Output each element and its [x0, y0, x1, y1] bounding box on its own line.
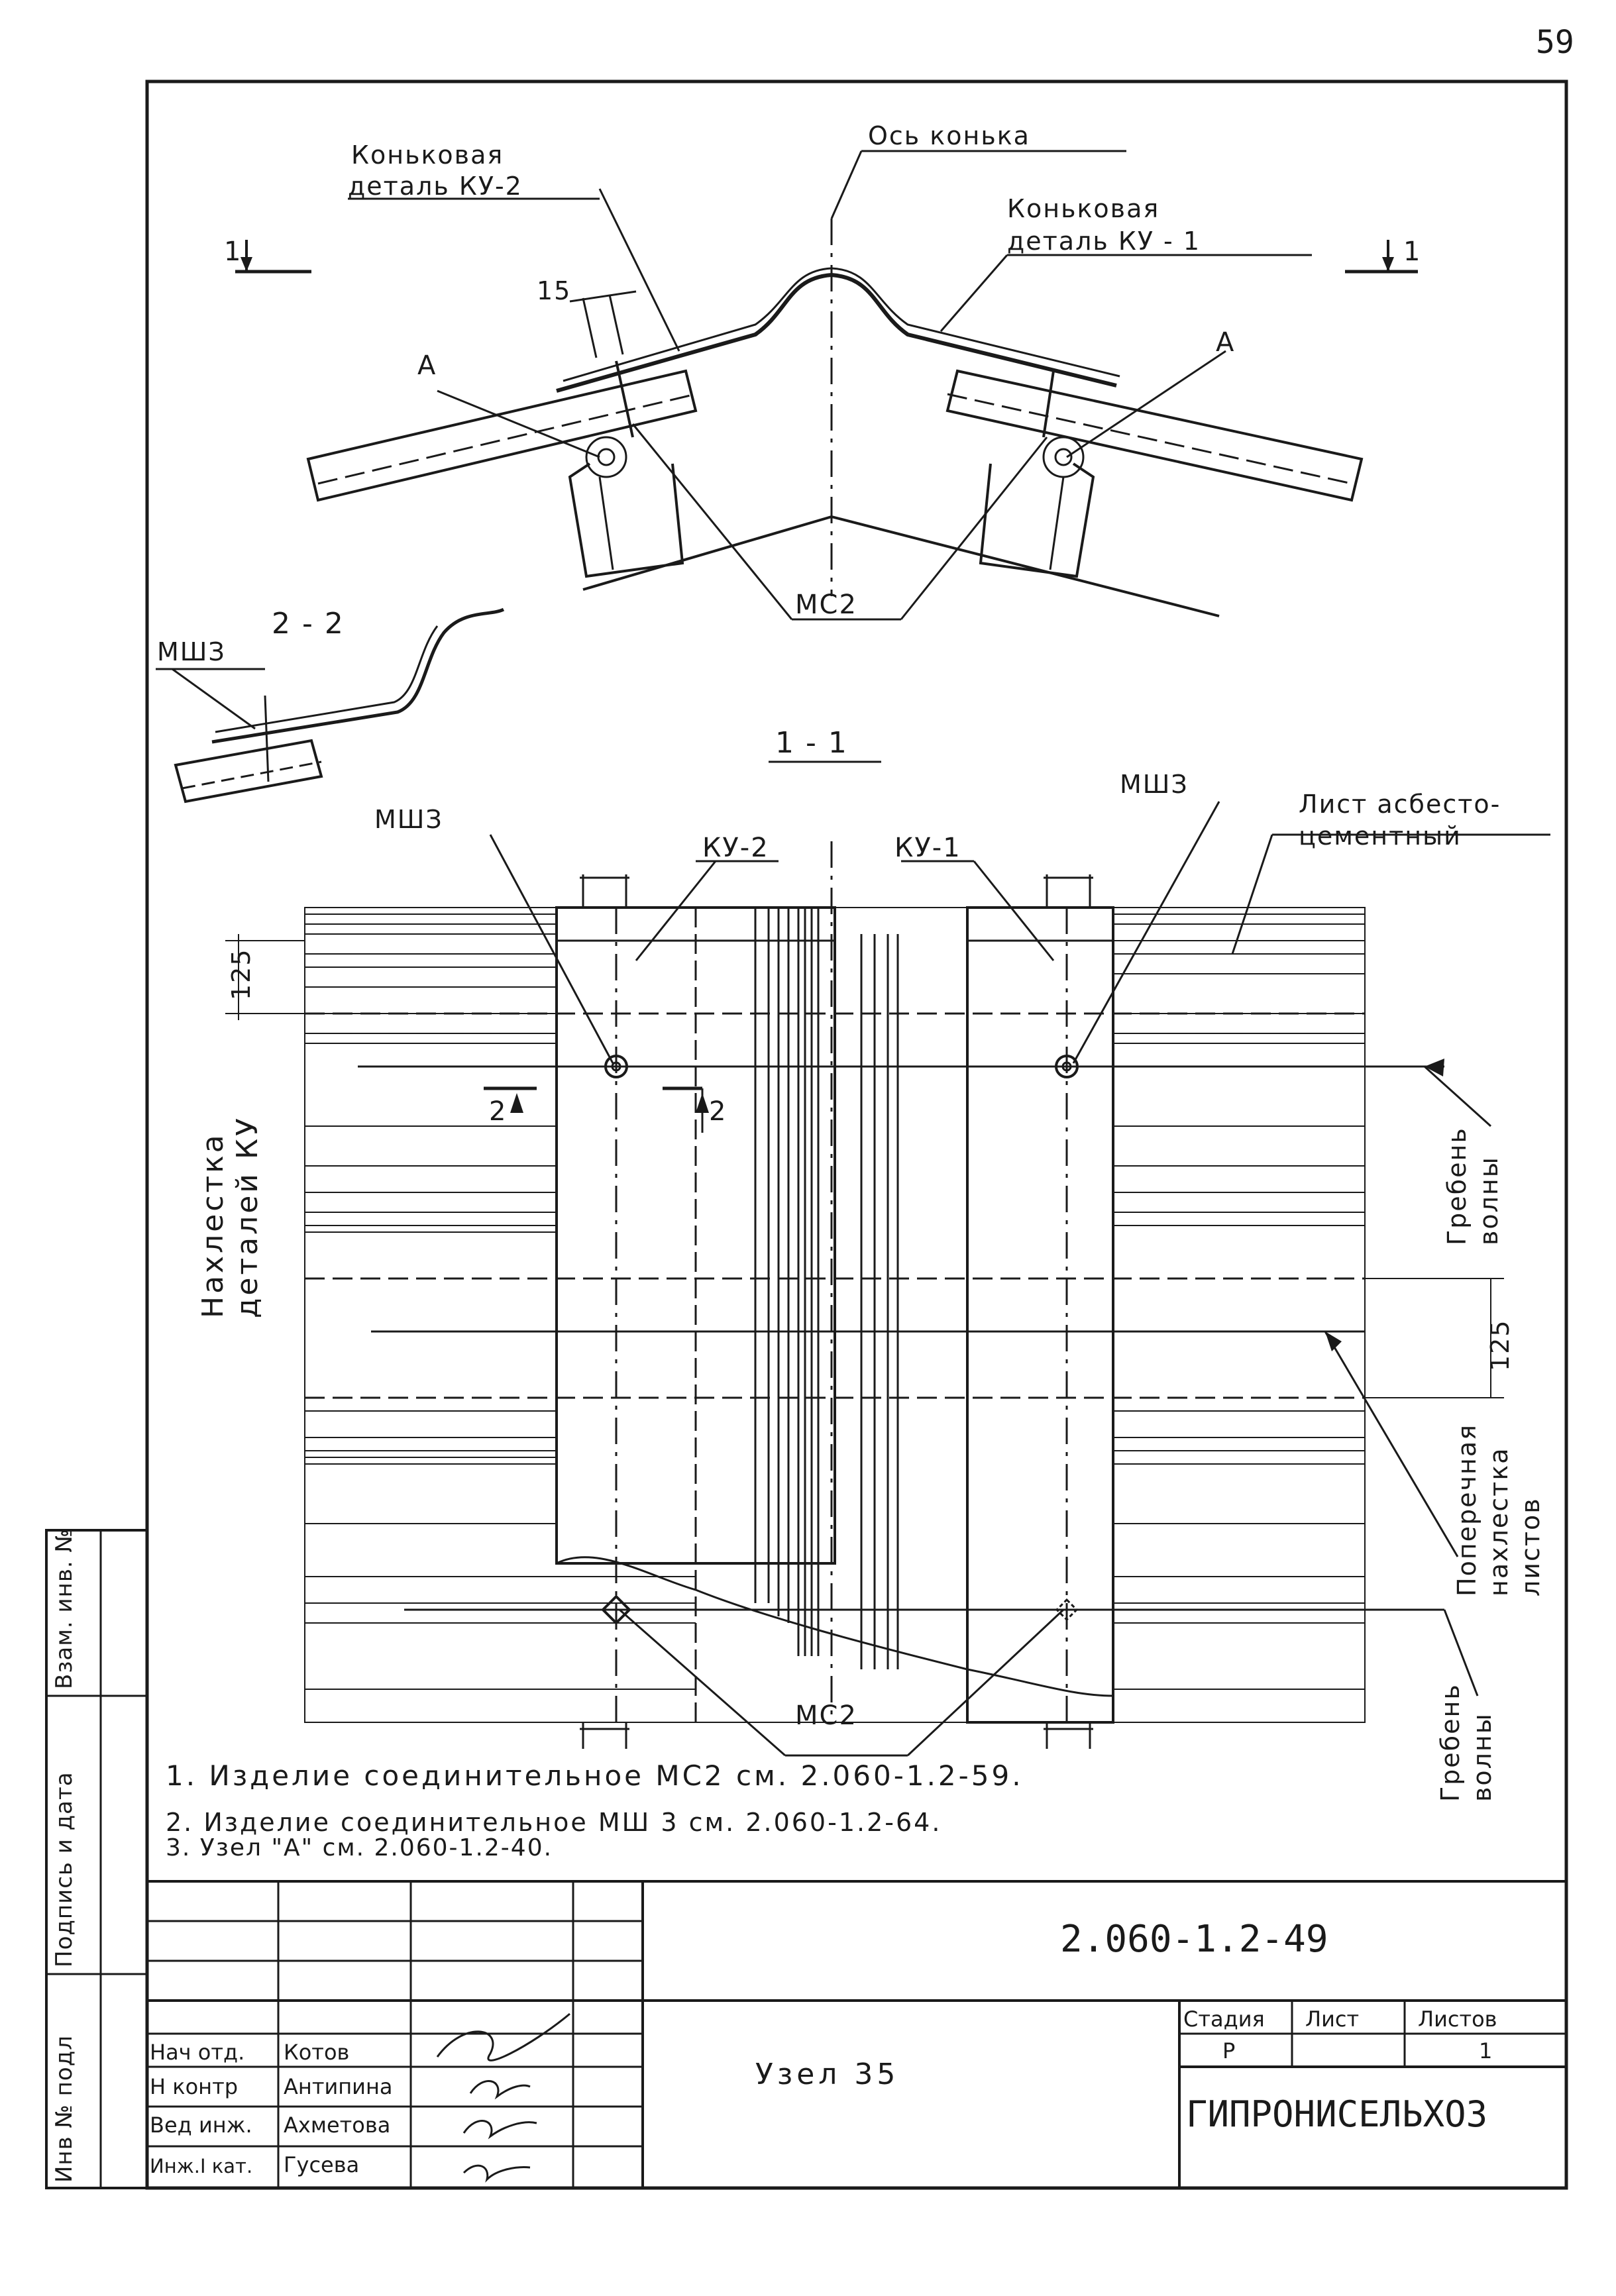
section22-cap	[211, 607, 505, 744]
page-number: 59	[1536, 24, 1574, 61]
crest-bottom-line2: волны	[1468, 1712, 1497, 1802]
signature-kotov	[436, 2012, 570, 2061]
drawing-title: Узел 35	[755, 2058, 900, 2091]
sheets-value: 1	[1479, 2038, 1493, 2063]
sheets-header: Листов	[1418, 2007, 1497, 2032]
signature-antipina	[469, 2080, 531, 2100]
side-stamp-inv-podl: Инв № подл	[51, 2035, 78, 2183]
section-mark-right: 1	[1403, 236, 1422, 267]
name-guseva: Гусева	[284, 2152, 360, 2177]
note-2: 2. Изделие соединительное МШ 3 см. 2.060…	[166, 1808, 942, 1837]
cross-overlap-line1: Поперечная	[1452, 1424, 1481, 1596]
node-a-right: А	[1216, 327, 1236, 358]
role-nach-otd: Нач отд.	[150, 2040, 245, 2065]
ku1-title-line2: деталь КУ - 1	[1007, 227, 1201, 256]
ridge-axis-label: Ось конька	[868, 121, 1030, 150]
role-inzh-1-kat: Инж.I кат.	[150, 2155, 253, 2177]
overlap-ku-line2: деталей КУ	[231, 1116, 264, 1318]
cross-overlap-line2: нахлестка	[1484, 1447, 1513, 1596]
name-kotov: Котов	[284, 2040, 350, 2065]
section22-sheet	[174, 739, 323, 804]
right-roof-sheet	[945, 369, 1364, 502]
role-n-kontr: Н контр	[150, 2074, 239, 2099]
ku1-label: КУ-1	[894, 833, 961, 863]
cut-mark-right: 2	[709, 1096, 727, 1127]
overlap-ku-line1: Нахлестка	[196, 1132, 230, 1318]
crest-bottom-line1: Гребень	[1436, 1683, 1465, 1802]
cross-overlap-line3: листов	[1516, 1497, 1545, 1596]
left-roof-sheet	[306, 369, 698, 502]
dim-125-left: 125	[227, 948, 256, 1000]
section-11-title: 1 - 1	[775, 726, 848, 760]
sheet-header: Лист	[1305, 2007, 1360, 2032]
sheet-label-line2: цементный	[1299, 821, 1462, 851]
ridge-cap	[556, 272, 1117, 393]
crest-top-line2: волны	[1474, 1156, 1503, 1245]
organization: ГИПРОНИСЕЛЬХОЗ	[1186, 2093, 1488, 2135]
ms2-label-bottom: МС2	[795, 1700, 857, 1731]
node-a-left: А	[417, 350, 437, 381]
stage-header: Стадия	[1183, 2007, 1265, 2032]
side-stamp-vzam: Взам. инв. №	[51, 1528, 78, 1689]
ku2-label: КУ-2	[702, 833, 769, 863]
sheet-label-line1: Лист асбесто-	[1299, 790, 1501, 819]
msh3-label-section22: МШЗ	[157, 637, 226, 666]
cut-mark-left: 2	[489, 1096, 508, 1127]
ku2-title-line1: Коньковая	[351, 140, 504, 170]
left-purlin	[568, 462, 684, 578]
ku2-title-line2: деталь КУ-2	[348, 172, 523, 201]
dim-125-right: 125	[1485, 1319, 1515, 1371]
signature-akhmetova	[462, 2120, 537, 2140]
ku1-title-line1: Коньковая	[1007, 194, 1160, 223]
note-1: 1. Изделие соединительное МС2 см. 2.060-…	[166, 1759, 1024, 1792]
name-antipina: Антипина	[284, 2074, 393, 2099]
note-3: 3. Узел "А" см. 2.060-1.2-40.	[166, 1834, 553, 1861]
section-mark-left: 1	[224, 236, 242, 267]
ms2-label-top: МС2	[795, 590, 857, 620]
side-stamp-podpis: Подпись и дата	[51, 1771, 78, 1967]
dim-15: 15	[537, 276, 572, 305]
signature-guseva	[462, 2164, 531, 2183]
section-22-title: 2 - 2	[272, 607, 345, 641]
role-ved-inzh: Вед инж.	[150, 2113, 252, 2138]
stage-value: Р	[1222, 2038, 1236, 2063]
outer-frame	[145, 79, 1568, 2190]
ku1-plate	[966, 906, 1114, 1724]
msh3-label-right: МШЗ	[1120, 770, 1189, 799]
doc-code: 2.060-1.2-49	[1060, 1918, 1328, 1961]
right-purlin	[979, 462, 1095, 578]
msh3-label-left: МШЗ	[374, 805, 443, 834]
side-stamp-frame	[45, 1529, 148, 2189]
name-akhmetova: Ахметова	[284, 2113, 391, 2138]
crest-top-line1: Гребень	[1442, 1127, 1472, 1245]
